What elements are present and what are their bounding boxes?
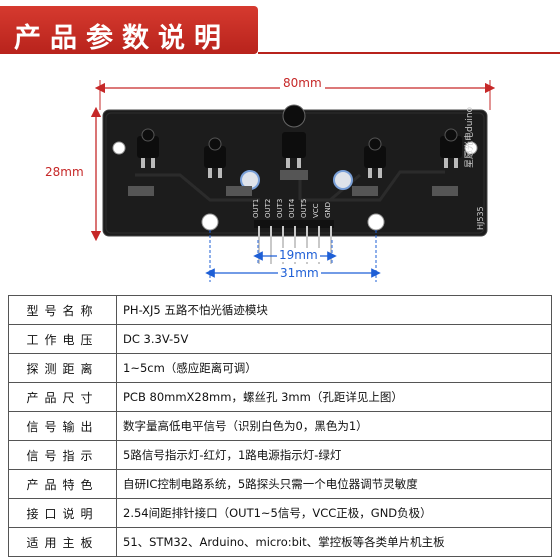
sensor-2: [204, 137, 252, 196]
spec-key: 型号名称: [8, 295, 117, 325]
pin-span-label: 19mm: [277, 248, 320, 262]
spec-key: 适用主板: [8, 527, 117, 557]
table-row: 产品特色自研IC控制电路系统，5路探头只需一个电位器调节灵敏度: [8, 469, 552, 499]
page-title: 产品参数说明: [14, 23, 230, 54]
board-code: HJ535: [476, 206, 485, 230]
spec-key: 探测距离: [8, 353, 117, 383]
table-row: 信号输出数字量高低电平信号（识别白色为0，黑色为1）: [8, 411, 552, 441]
pin-label: OUT4: [288, 198, 296, 218]
spec-value: DC 3.3V-5V: [116, 324, 552, 354]
spec-value: 51、STM32、Arduino、micro:bit、掌控板等各类单片机主板: [116, 527, 552, 557]
spec-key: 产品尺寸: [8, 382, 117, 412]
pin-label: OUT3: [276, 198, 284, 218]
product-diagram: 80mm 28mm 19mm 31mm 星愿光电duino HJ535 OUT1…: [0, 60, 560, 292]
pin-labels: OUT1 OUT2 OUT3 OUT4 OUT5 VCC GND: [252, 188, 334, 218]
board-drawing: [90, 80, 496, 282]
spec-value: 5路信号指示灯-红灯，1路电源指示灯-绿灯: [116, 440, 552, 470]
spec-value: 1~5cm（感应距离可调）: [116, 353, 552, 383]
mount-hole-right: [367, 213, 385, 231]
sensor-5: [432, 128, 462, 196]
hole-span-label: 31mm: [278, 266, 321, 280]
spec-value: 自研IC控制电路系统，5路探头只需一个电位器调节灵敏度: [116, 469, 552, 499]
width-label: 80mm: [280, 76, 325, 90]
sensor-1: [128, 128, 159, 196]
title-banner: 产品参数说明: [0, 6, 258, 54]
pin-label: OUT1: [252, 198, 260, 218]
sensor-4: [352, 137, 386, 196]
pin-label: OUT2: [264, 198, 272, 218]
spec-key: 信号指示: [8, 440, 117, 470]
sensor-3: [280, 104, 308, 180]
spec-key: 产品特色: [8, 469, 117, 499]
spec-key: 工作电压: [8, 324, 117, 354]
title-underline: [258, 52, 560, 54]
spec-key: 信号输出: [8, 411, 117, 441]
pin-label: OUT5: [300, 198, 308, 218]
mount-hole-left: [201, 213, 219, 231]
pin-label: VCC: [312, 203, 320, 218]
spec-value: 2.54间距排针接口（OUT1~5信号，VCC正极，GND负极）: [116, 498, 552, 528]
spec-value: PH-XJ5 五路不怕光循迹模块: [116, 295, 552, 325]
page-header: 产品参数说明: [0, 0, 560, 62]
board-brand-text: 星愿光电duino: [465, 106, 475, 168]
spec-key: 接口说明: [8, 498, 117, 528]
spec-value: 数字量高低电平信号（识别白色为0，黑色为1）: [116, 411, 552, 441]
height-label: 28mm: [45, 165, 84, 179]
spec-value: PCB 80mmX28mm，螺丝孔 3mm（孔距详见上图）: [116, 382, 552, 412]
pin-header: [254, 220, 334, 264]
pin-label: GND: [324, 201, 332, 218]
